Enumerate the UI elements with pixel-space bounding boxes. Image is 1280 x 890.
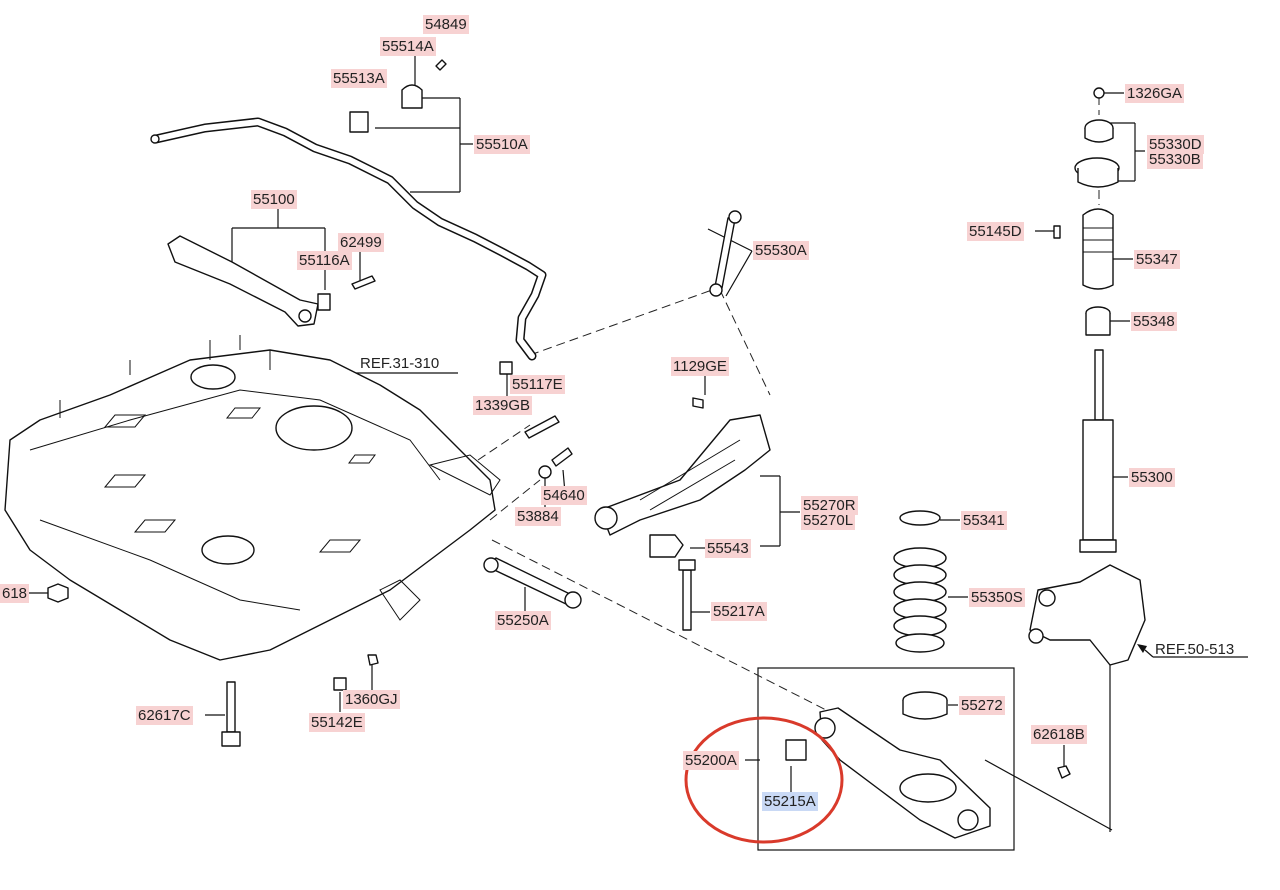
highlight-circle: [684, 716, 844, 844]
part-label-55215a[interactable]: 55215A: [762, 792, 818, 811]
fuel-tank: [4, 335, 501, 661]
part-label-55300[interactable]: 55300: [1129, 468, 1175, 487]
coil-spring: [893, 510, 947, 653]
part-label-55330d[interactable]: 55330D: [1147, 135, 1204, 154]
bolt-62617c: [221, 681, 241, 747]
part-label-55543[interactable]: 55543: [705, 539, 751, 558]
dashed-guides: [477, 96, 1100, 713]
part-label-55514a[interactable]: 55514A: [380, 37, 436, 56]
part-label-54640[interactable]: 54640: [541, 486, 587, 505]
part-label-1339gb[interactable]: 1339GB: [473, 396, 533, 415]
part-label-1360gj[interactable]: 1360GJ: [343, 690, 400, 709]
part-label-62618b[interactable]: 62618B: [1031, 725, 1087, 744]
part-label-55341[interactable]: 55341: [961, 511, 1007, 530]
reference-label-50-513: REF.50-513: [1155, 641, 1235, 658]
part-label-1129ge[interactable]: 1129GE: [671, 357, 729, 376]
part-label-55513a[interactable]: 55513A: [331, 69, 387, 88]
part-label-55200a[interactable]: 55200A: [683, 751, 739, 770]
part-label-55510a[interactable]: 55510A: [474, 135, 530, 154]
lower-arm: [785, 691, 991, 839]
part-label-55117e[interactable]: 55117E: [510, 375, 565, 394]
small-fasteners: [333, 225, 1071, 779]
part-label-54849[interactable]: 54849: [423, 15, 469, 34]
part-label-55217a[interactable]: 55217A: [711, 602, 767, 621]
part-label-55145d[interactable]: 55145D: [967, 222, 1024, 241]
part-label-55116a[interactable]: 55116A: [297, 251, 352, 270]
part-label-62617c[interactable]: 62617C: [136, 706, 193, 725]
part-label-55270r[interactable]: 55270R: [801, 496, 858, 515]
stabilizer-bushing: [349, 59, 447, 133]
stabilizer-link: [709, 210, 742, 297]
shock-absorber-parts: [1074, 87, 1120, 553]
part-label-55270l[interactable]: 55270L: [801, 511, 856, 530]
part-label-1326ga[interactable]: 1326GA: [1125, 84, 1185, 103]
reference-label-31-310: REF.31-310: [360, 355, 440, 372]
part-label-55530a[interactable]: 55530A: [753, 241, 809, 260]
part-label-55100[interactable]: 55100: [251, 190, 297, 209]
part-label-53884[interactable]: 53884: [515, 507, 561, 526]
knuckle: [1028, 564, 1146, 666]
part-label-55142e[interactable]: 55142E: [309, 713, 365, 732]
part-label-55348[interactable]: 55348: [1131, 312, 1177, 331]
trailing-arm: [167, 235, 376, 327]
part-label-55250a[interactable]: 55250A: [495, 611, 551, 630]
part-label-62499[interactable]: 62499: [338, 233, 384, 252]
part-label-55272[interactable]: 55272: [959, 696, 1005, 715]
upper-arm: [594, 414, 771, 558]
part-label-618[interactable]: 618: [0, 584, 30, 603]
lateral-rod: [483, 557, 582, 609]
part-label-55347[interactable]: 55347: [1134, 250, 1180, 269]
stabilizer-bar: [150, 117, 547, 361]
part-label-55350s[interactable]: 55350S: [969, 588, 1025, 607]
part-label-55330b[interactable]: 55330B: [1147, 150, 1203, 169]
